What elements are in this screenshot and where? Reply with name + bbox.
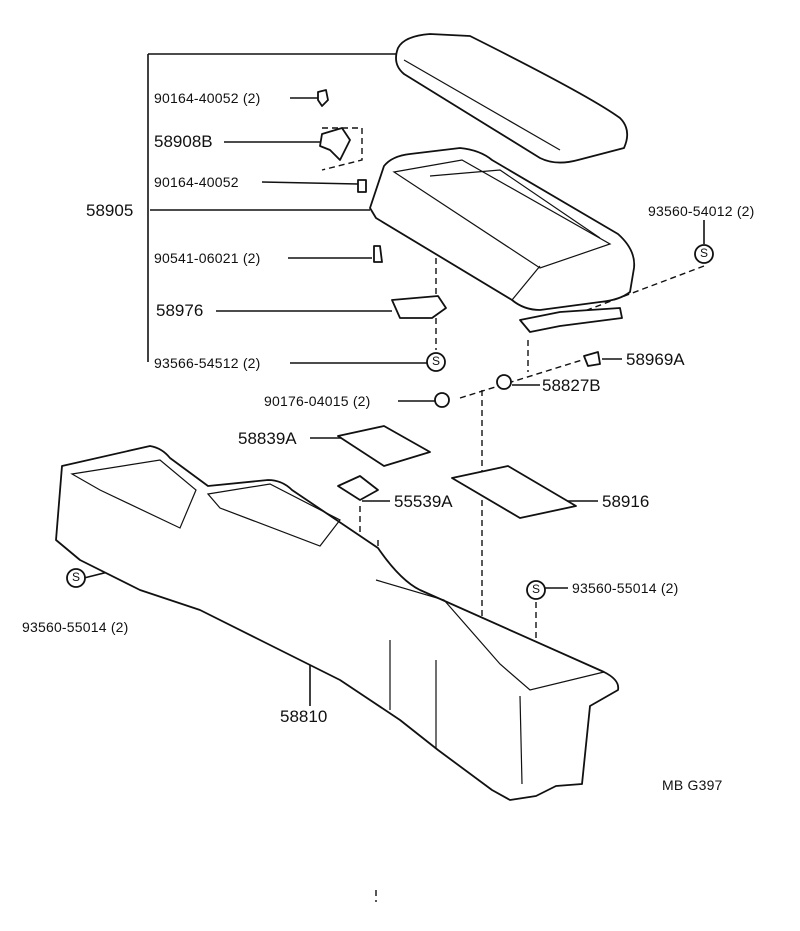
- clip-symbol-3: S: [532, 582, 541, 596]
- label-90541-06021: 90541-06021 (2): [154, 250, 261, 266]
- label-93560-55014-left: 93560-55014 (2): [22, 619, 129, 635]
- label-58916: 58916: [602, 492, 650, 511]
- clip-symbol-1: S: [700, 246, 709, 260]
- clip-symbol-4: S: [72, 570, 81, 584]
- label-93566-54512: 93566-54512 (2): [154, 355, 261, 371]
- label-90164-40052-top: 90164-40052 (2): [154, 90, 261, 106]
- console-box-upper: [369, 147, 636, 333]
- label-58905: 58905: [86, 201, 134, 220]
- bracket-58905: [147, 53, 398, 362]
- clip-symbol-2: S: [432, 354, 441, 368]
- label-55539A: 55539A: [394, 492, 453, 511]
- label-90176-04015: 90176-04015 (2): [264, 393, 371, 409]
- diagram-code: MB G397: [662, 777, 723, 793]
- label-58839A: 58839A: [238, 429, 297, 448]
- label-58976: 58976: [156, 301, 204, 320]
- hinge-bracket: [319, 127, 351, 161]
- console-body-lower: [55, 445, 620, 801]
- pads: [337, 425, 577, 519]
- label-58827B: 58827B: [542, 376, 601, 395]
- armrest-lid: [395, 33, 629, 164]
- label-90164-40052-mid: 90164-40052: [154, 174, 239, 190]
- label-93560-55014-right: 93560-55014 (2): [572, 580, 679, 596]
- clip-symbols: [66, 244, 714, 600]
- label-58908B: 58908B: [154, 132, 213, 151]
- label-58969A: 58969A: [626, 350, 685, 369]
- label-58810: 58810: [280, 707, 328, 726]
- label-93560-54012: 93560-54012 (2): [648, 203, 755, 219]
- fasteners: [317, 89, 601, 408]
